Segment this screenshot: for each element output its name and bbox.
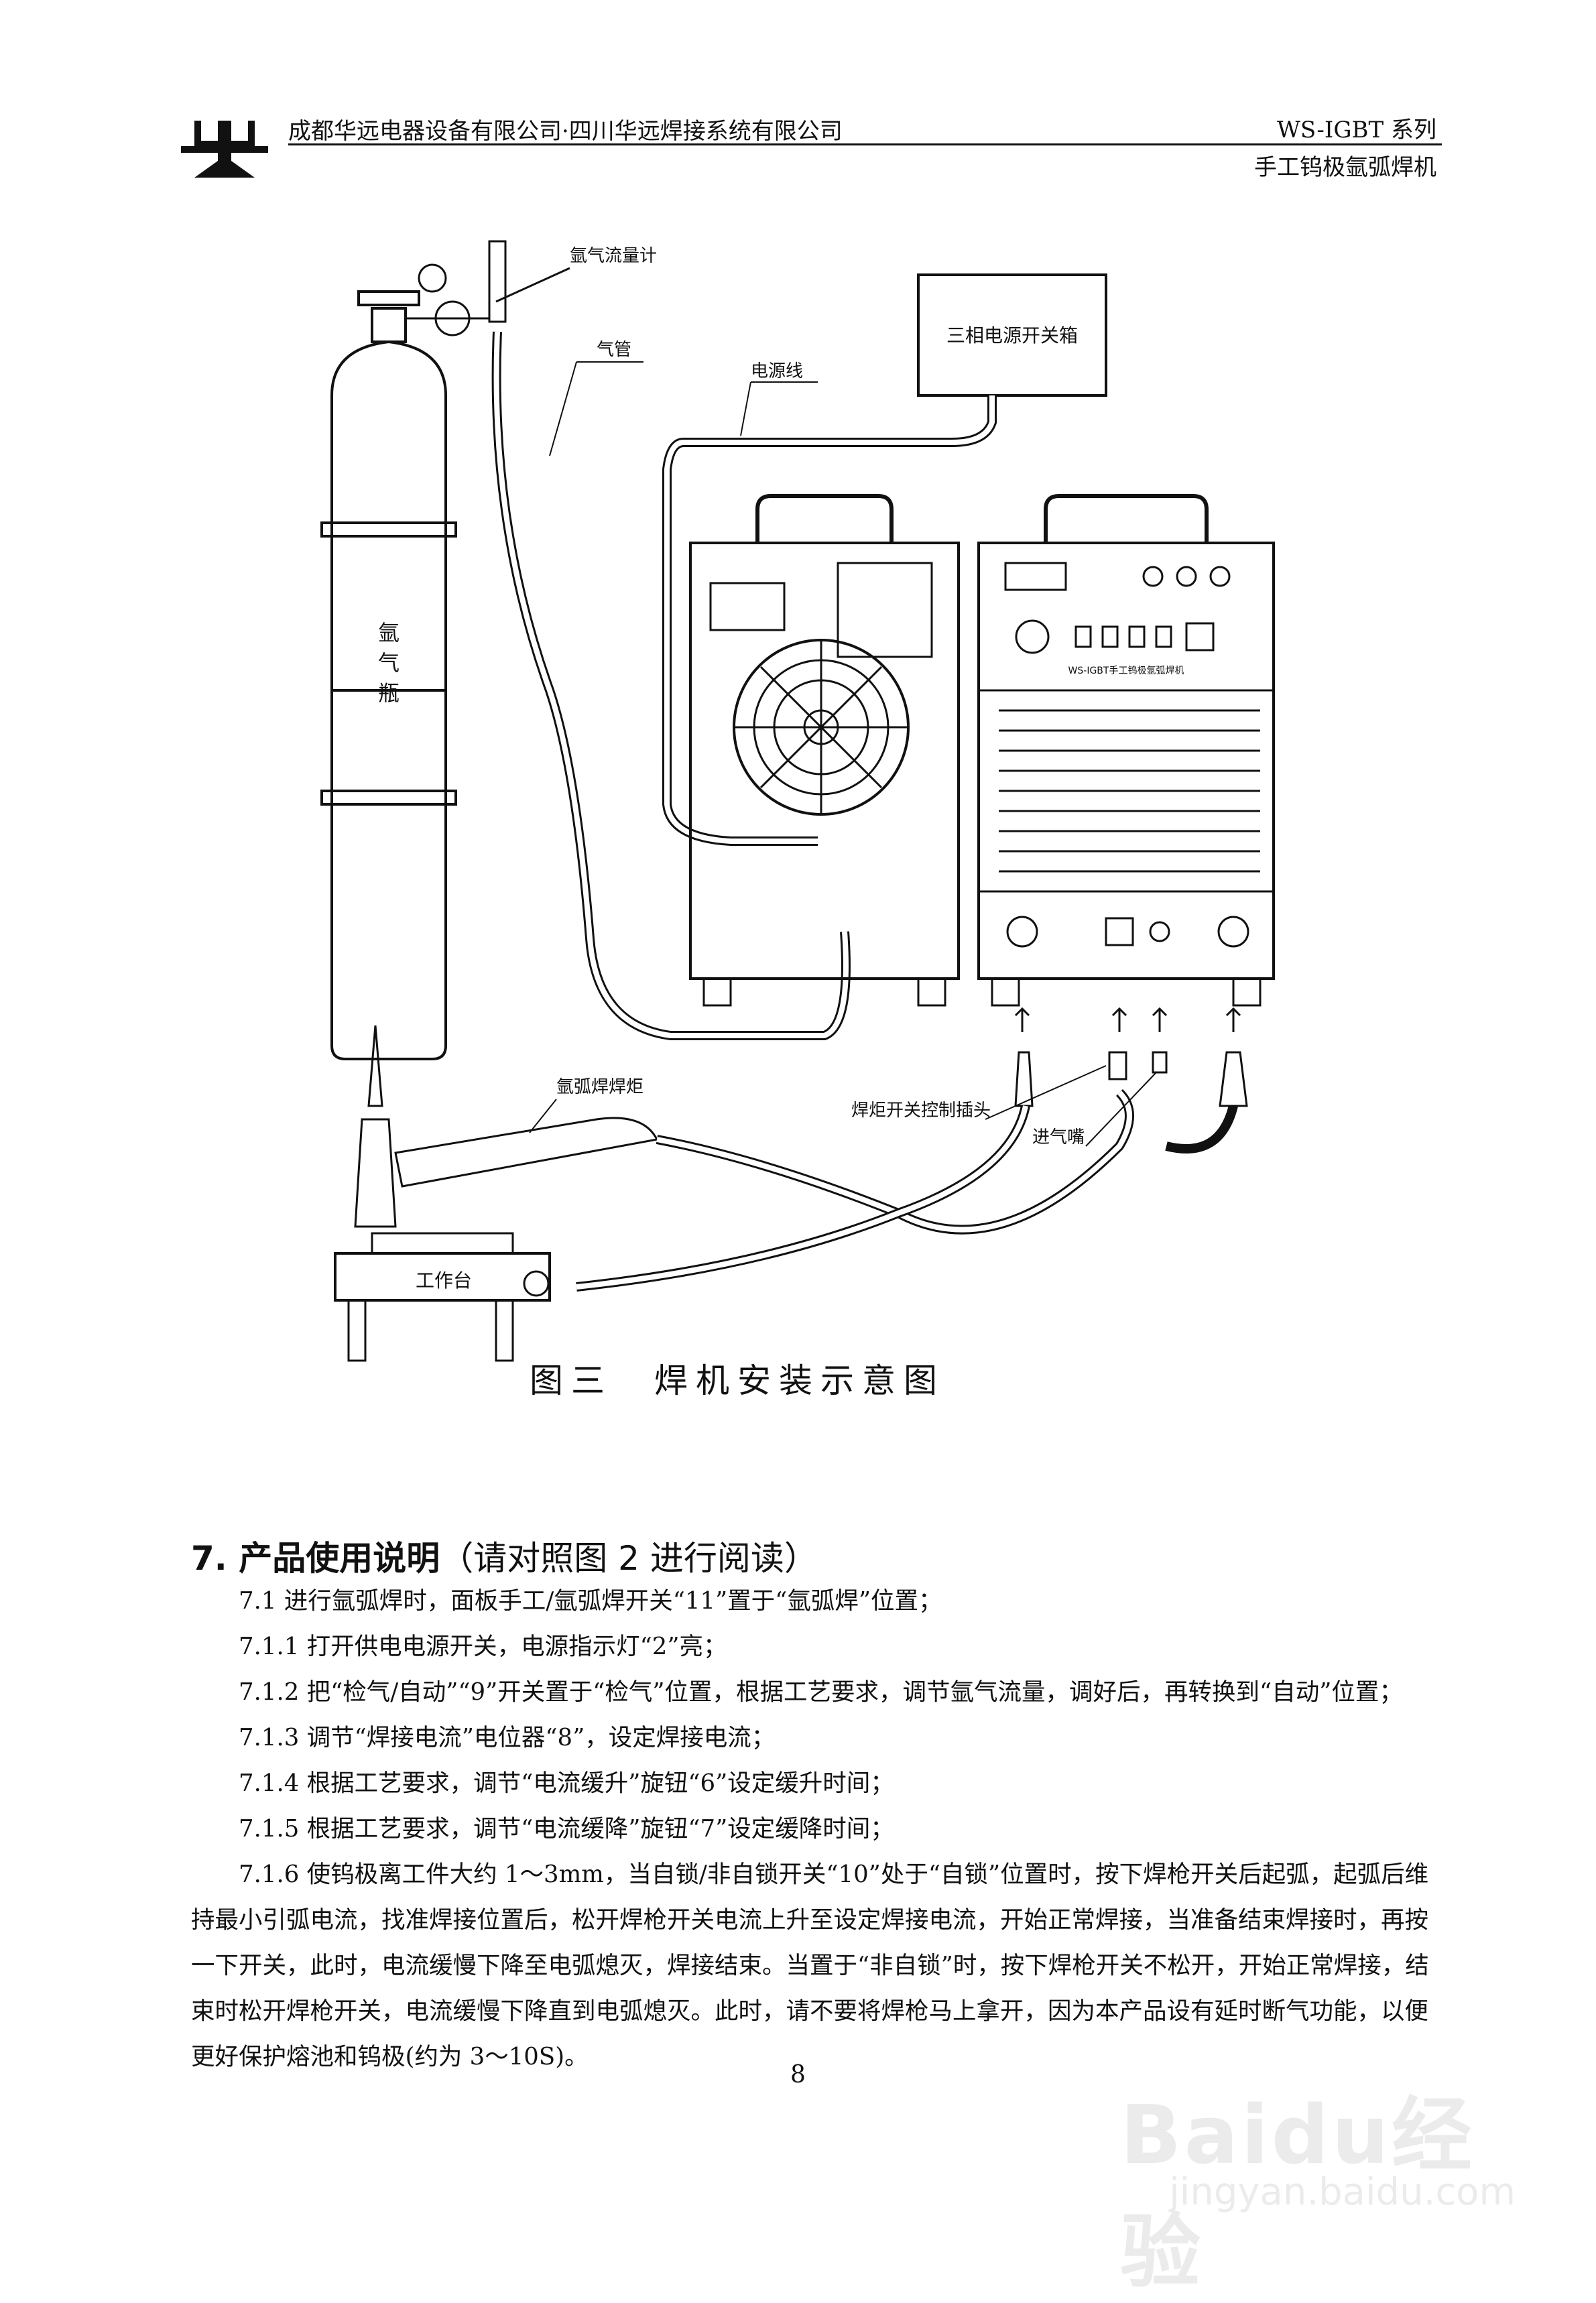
argon-cylinder: 氩 气 瓶	[320, 290, 457, 1060]
installation-diagram: 氩 气 瓶 氩气流量计 气管 三相电源开关箱 电源线	[320, 240, 1275, 1362]
paragraph: 7.1.1 打开供电电源开关，电源指示灯“2”亮；	[239, 1633, 727, 1660]
flowmeter: 氩气流量计	[406, 240, 657, 336]
section-title: 产品使用说明	[239, 1539, 440, 1578]
label-gas-pipe: 气管	[597, 340, 631, 360]
paragraph: 7.1.3 调节“焊接电流”电位器“8”，设定焊接电流；	[239, 1724, 776, 1751]
label-power-cable: 电源线	[751, 361, 803, 381]
figure-caption: 图三 焊机安装示意图	[530, 1361, 945, 1400]
worktable: 工作台	[334, 1232, 551, 1362]
section-subtitle: （请对照图 2 进行阅读）	[440, 1539, 818, 1578]
machine-front: WS-IGBT手工钨极氩弧焊机	[977, 494, 1275, 1007]
cylinder-label-3: 瓶	[378, 680, 400, 706]
cylinder-label-2: 气	[378, 650, 400, 676]
paragraph: 7.1.4 根据工艺要求，调节“电流缓升”旋钮“6”设定缓升时间；	[239, 1769, 894, 1797]
label-torch-plug: 焊炬开关控制插头	[851, 1101, 991, 1121]
watermark-url: jingyan.baidu.com	[1169, 2170, 1516, 2214]
welding-torch: 氩弧焊焊炬	[354, 1025, 659, 1228]
section-heading: 7. 产品使用说明（请对照图 2 进行阅读）	[191, 1532, 818, 1580]
label-switch-box: 三相电源开关箱	[946, 324, 1078, 347]
section-body: 7.1 进行氩弧焊时，面板手工/氩弧焊开关“11”置于“氩弧焊”位置； 7.1.…	[191, 1578, 1438, 2080]
company-logo	[181, 121, 268, 178]
label-worktable: 工作台	[416, 1269, 472, 1292]
page-number: 8	[790, 2061, 806, 2089]
machine-rear	[689, 494, 960, 1007]
label-panel-model: WS-IGBT手工钨极氩弧焊机	[1068, 666, 1184, 676]
paragraph: 7.1.2 把“检气/自动”“9”开关置于“检气”位置，根据工艺要求，调节氩气流…	[239, 1678, 1403, 1706]
label-gas-inlet: 进气嘴	[1032, 1127, 1085, 1147]
header-product: 手工钨极氩弧焊机	[1254, 154, 1436, 181]
section-number: 7.	[191, 1539, 227, 1578]
switch-box	[917, 273, 1107, 397]
cylinder-label-1: 氩	[378, 620, 400, 645]
paragraph: 7.1 进行氩弧焊时，面板手工/氩弧焊开关“11”置于“氩弧焊”位置；	[239, 1587, 942, 1615]
paragraph: 7.1.6 使钨极离工件大约 1～3mm，当自锁/非自锁开关“10”处于“自锁”…	[191, 1861, 1429, 2070]
watermark: Baidu经验 jingyan.baidu.com	[1120, 2070, 1522, 2299]
paragraph: 7.1.5 根据工艺要求，调节“电流缓降”旋钮“7”设定缓降时间；	[239, 1815, 894, 1843]
header-series: WS-IGBT 系列	[1276, 117, 1436, 143]
label-flowmeter: 氩气流量计	[570, 246, 657, 266]
label-torch: 氩弧焊焊炬	[556, 1077, 643, 1097]
header-company: 成都华远电器设备有限公司·四川华远焊接系统有限公司	[288, 118, 843, 145]
header-rule	[288, 143, 1442, 145]
